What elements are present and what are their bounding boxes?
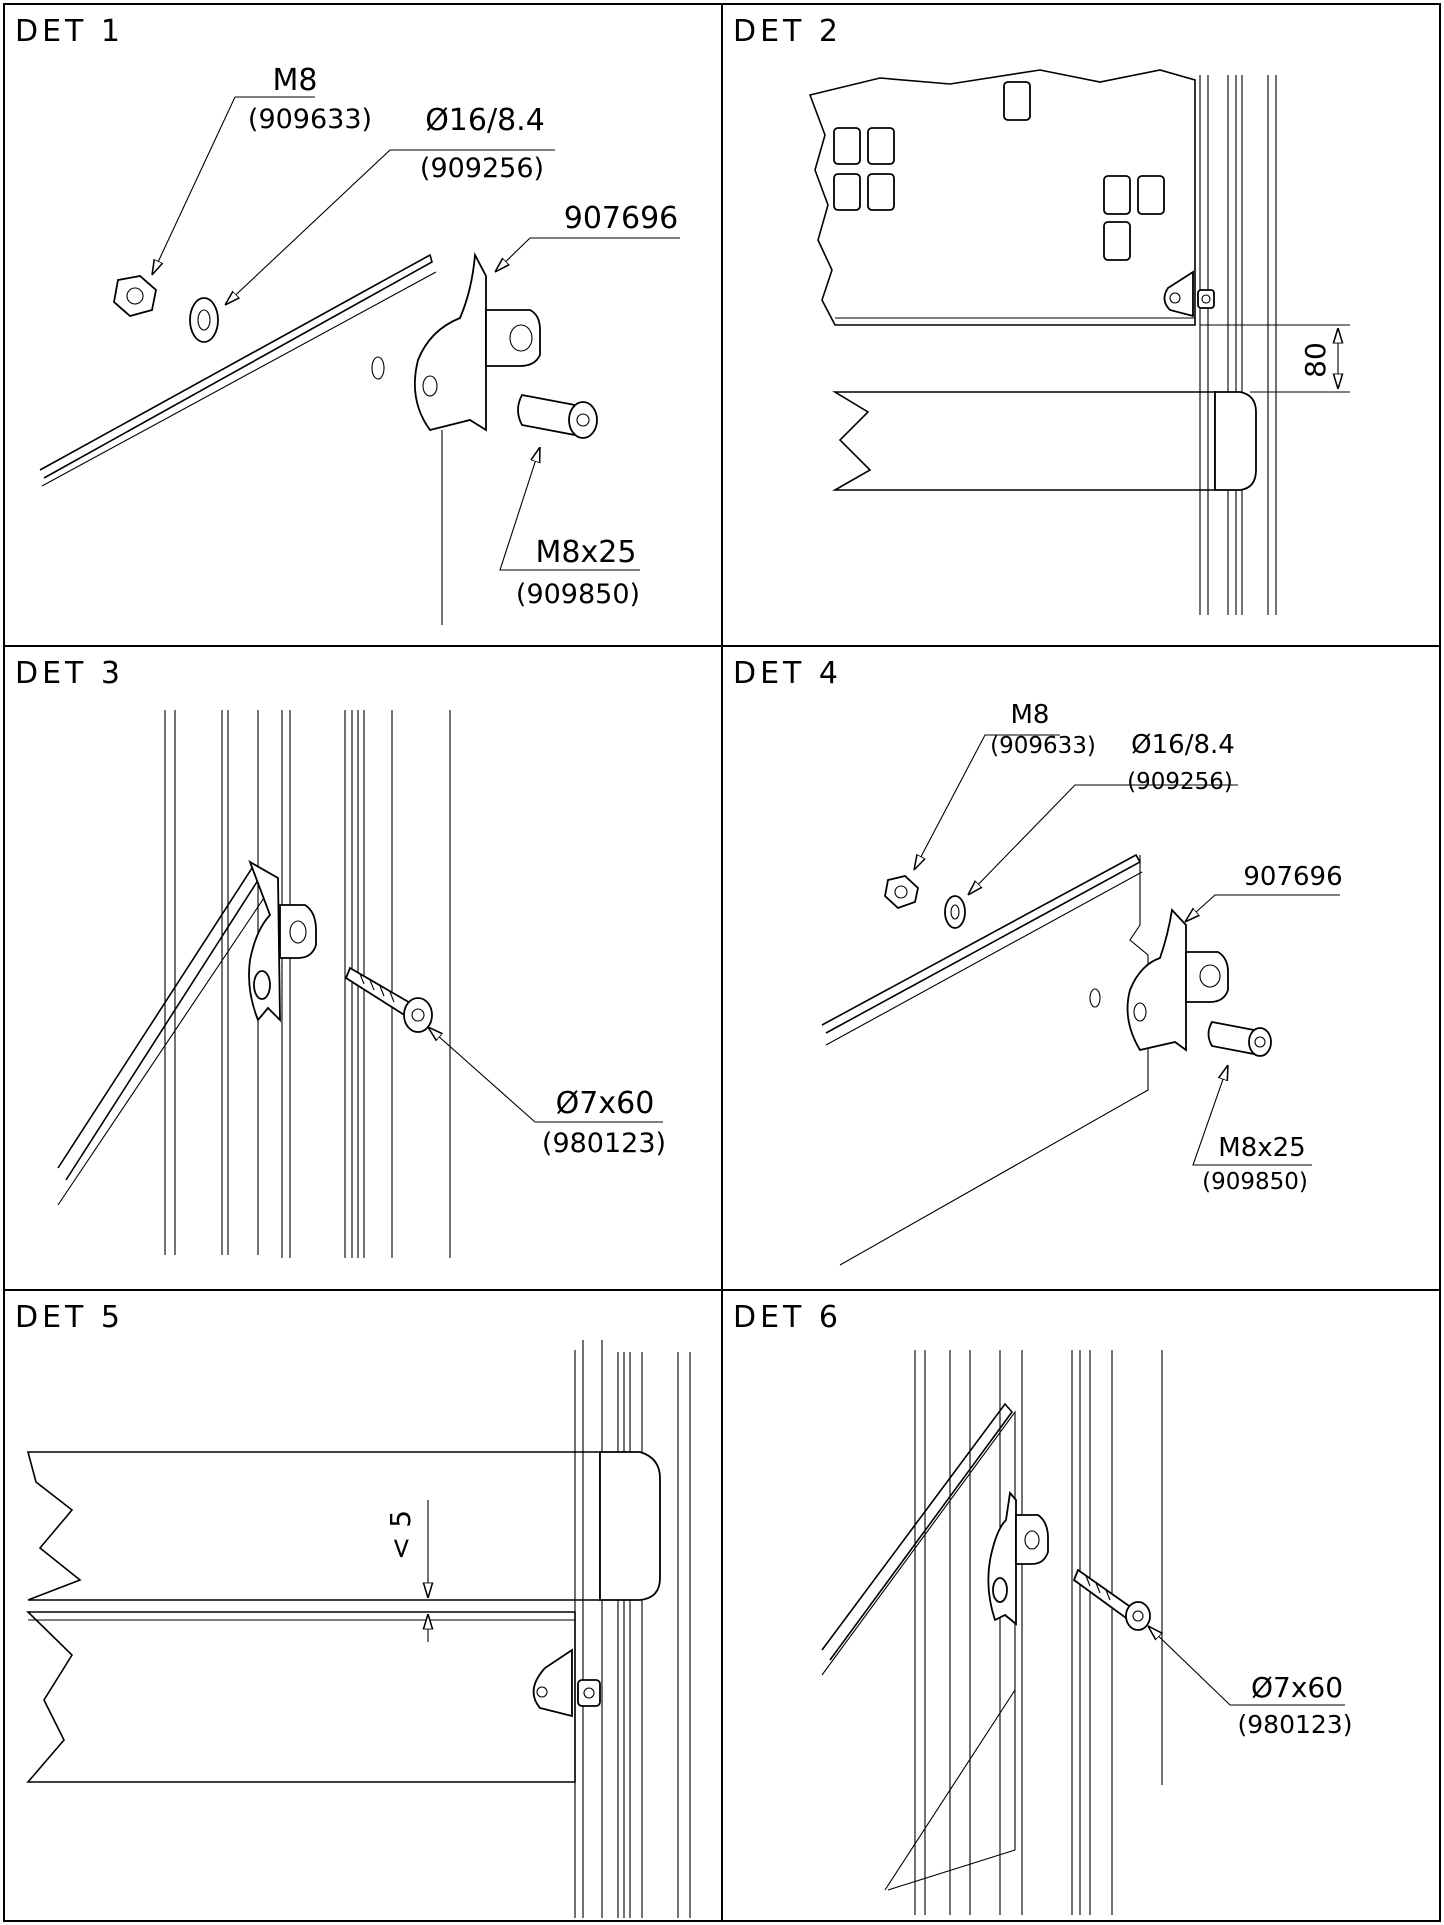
det2-labels: 80 (1299, 342, 1332, 378)
det1-bolt-code: (909850) (516, 579, 640, 610)
det1-nut-part (113, 275, 157, 317)
det5-labels: < 5 (384, 1510, 417, 1560)
det1-washer-part (189, 297, 219, 343)
det4-labels: M8 (909633) Ø16/8.4 (909256) 907696 M8x2… (990, 700, 1343, 1195)
det5-lower-beam (26, 1611, 576, 1783)
det6-title: DET 6 (733, 1300, 843, 1335)
det2-drawing (808, 69, 1350, 615)
det4-bracket (1126, 908, 1187, 1052)
det1-title: DET 1 (15, 14, 125, 49)
det6-drawing (821, 1350, 1345, 1915)
det6-labels: Ø7x60 (980123) (1238, 1671, 1353, 1739)
det1-bolt-part (517, 393, 598, 439)
det3-screw-part (344, 966, 433, 1033)
det4-bolt-code: (909850) (1202, 1169, 1308, 1195)
det4-nut-code: (909633) (990, 733, 1096, 759)
det5-dimension: < 5 (384, 1510, 417, 1560)
det1-bracket (413, 251, 487, 432)
det2-upper-panel (808, 69, 1196, 326)
det6-screw-part (1072, 1568, 1151, 1631)
det6-screw-code: (980123) (1238, 1710, 1353, 1739)
panel-grid (3, 3, 1441, 1922)
det4-bolt-part (1207, 1020, 1272, 1057)
det4-nut-part (884, 875, 919, 910)
det1-nut-code: (909633) (248, 104, 372, 135)
det6-screw-size: Ø7x60 (1251, 1671, 1343, 1704)
det4-bolt-size: M8x25 (1218, 1133, 1305, 1163)
det2-dimension: 80 (1299, 342, 1332, 378)
det2-title: DET 2 (733, 14, 843, 49)
det1-washer-size: Ø16/8.4 (425, 103, 545, 138)
det5-drawing (26, 1340, 691, 1918)
det1-washer-code: (909256) (420, 153, 544, 184)
det3-screw-code: (980123) (542, 1128, 666, 1159)
det1-nut-size: M8 (273, 63, 318, 98)
det4-nut-size: M8 (1011, 700, 1050, 730)
det4-bracket-code: 907696 (1243, 862, 1342, 892)
det1-bracket-code: 907696 (564, 201, 679, 236)
det1-drawing (39, 96, 680, 625)
det6-bracket (987, 1490, 1017, 1626)
det3-title: DET 3 (15, 656, 125, 691)
det1-labels: M8 (909633) Ø16/8.4 (909256) 907696 M8x2… (248, 63, 678, 610)
det4-drawing (821, 734, 1340, 1266)
det4-washer-code: (909256) (1127, 769, 1233, 795)
det4-washer-part (944, 895, 966, 929)
det4-title: DET 4 (733, 656, 843, 691)
det2-lower-beam (831, 391, 1216, 491)
det3-screw-size: Ø7x60 (556, 1086, 655, 1121)
det5-upper-beam (26, 1451, 601, 1601)
det5-title: DET 5 (15, 1300, 125, 1335)
det3-drawing (57, 710, 663, 1258)
det1-bolt-size: M8x25 (536, 535, 637, 570)
det4-washer-size: Ø16/8.4 (1131, 730, 1235, 760)
det3-labels: Ø7x60 (980123) (542, 1086, 666, 1159)
